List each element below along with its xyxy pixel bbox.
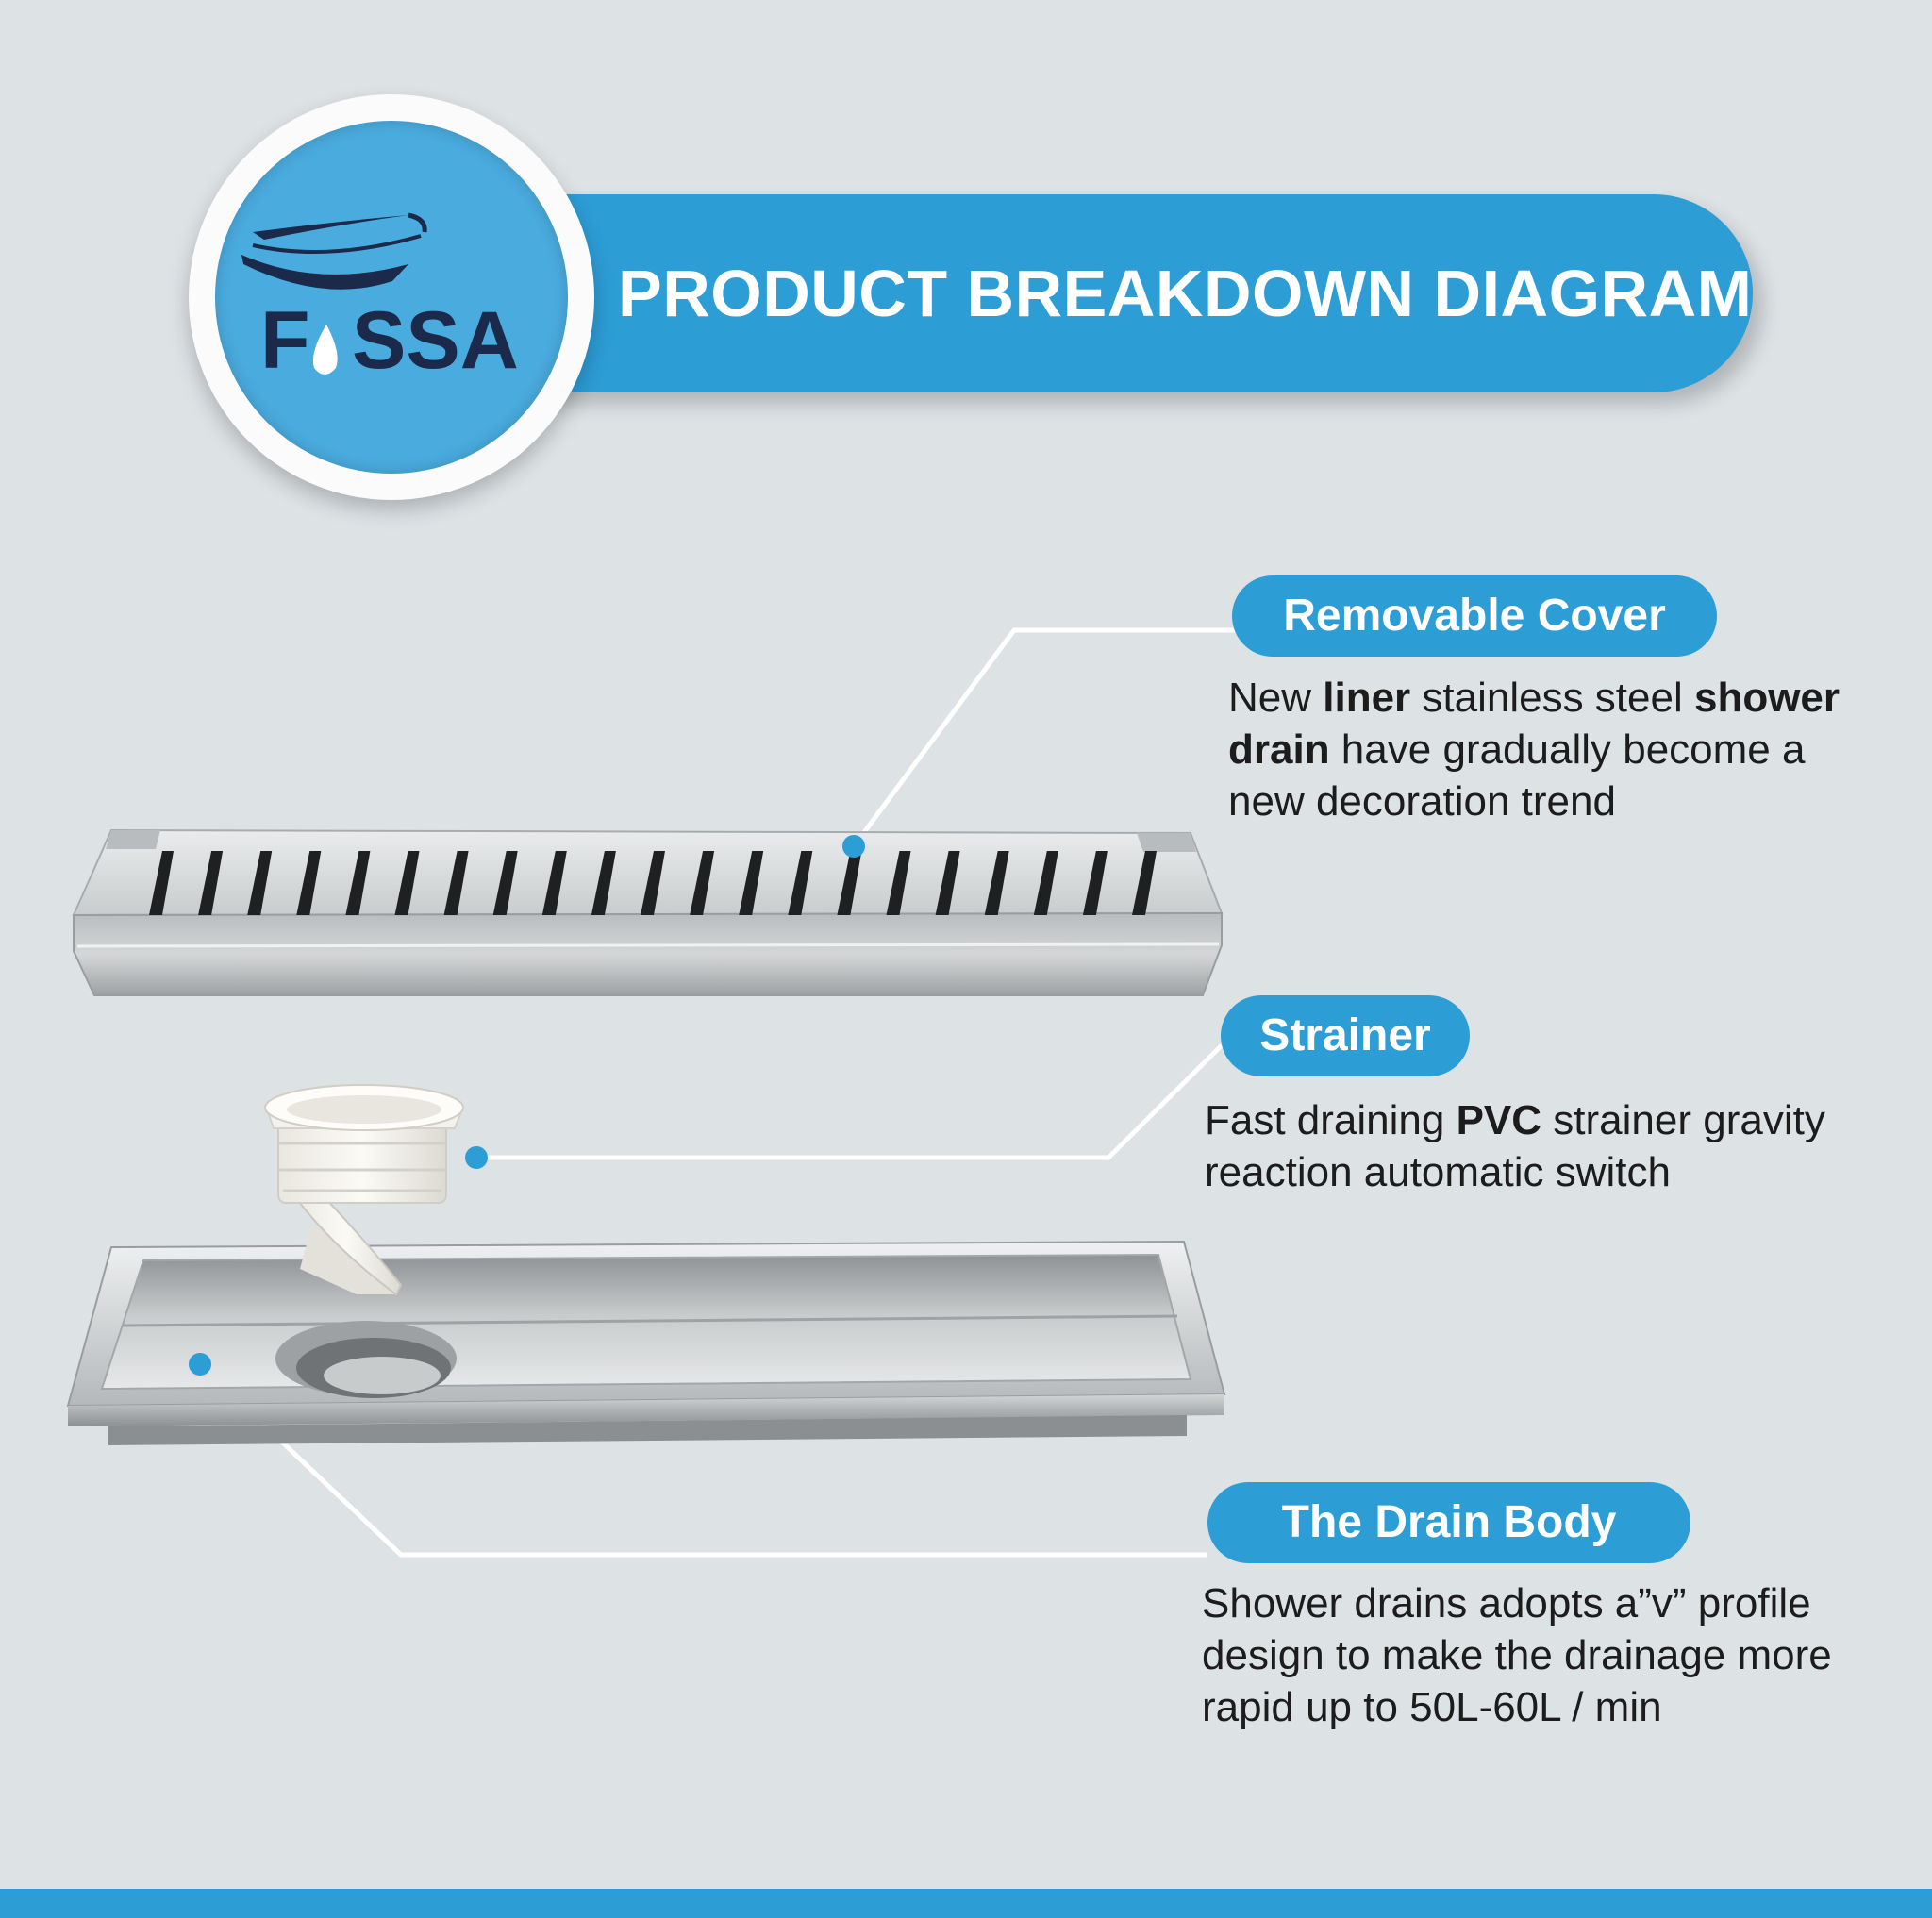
grate-slot: [984, 851, 1009, 915]
description-text: new decoration trend: [1228, 778, 1616, 825]
grate-slot: [591, 851, 616, 915]
logo-letter-f: F: [260, 295, 310, 386]
page-title: PRODUCT BREAKDOWN DIAGRAM: [618, 257, 1753, 330]
description-text: New: [1228, 675, 1324, 721]
emphasized-text: PVC: [1456, 1097, 1542, 1143]
grate-slot: [1082, 851, 1108, 915]
description-line: Shower drains adopts a”v” profile: [1202, 1577, 1832, 1629]
description-line: New liner stainless steel shower: [1228, 672, 1840, 724]
description-text: Shower drains adopts a”v” profile: [1202, 1580, 1811, 1626]
description-text: reaction automatic switch: [1205, 1149, 1671, 1195]
grate-slots: [149, 851, 1157, 915]
logo-letters-ssa: SSA: [352, 295, 519, 386]
bottom-accent-bar: [0, 1889, 1932, 1918]
grate-slot: [443, 851, 469, 915]
emphasized-text: liner: [1323, 675, 1411, 721]
strainer-image: [264, 1084, 464, 1296]
grate-slot: [198, 851, 224, 915]
description-text: Fast draining: [1205, 1097, 1457, 1143]
removable-cover-image: [72, 828, 1224, 996]
grate-slot: [1132, 851, 1157, 915]
body-callout-dot: [189, 1353, 211, 1376]
grate-slot: [149, 851, 174, 915]
strainer-callout-dot: [465, 1146, 488, 1169]
description-text: design to make the drainage more: [1202, 1632, 1832, 1678]
water-drop-icon: [312, 325, 338, 375]
brand-logo: F SSA: [189, 94, 594, 500]
title-banner: PRODUCT BREAKDOWN DIAGRAM: [528, 194, 1753, 392]
grate-slot: [541, 851, 567, 915]
grate-slot: [690, 851, 715, 915]
grate-slot: [886, 851, 911, 915]
grate-slot: [739, 851, 764, 915]
grate-slot: [296, 851, 322, 915]
description-line: drain have gradually become a: [1228, 724, 1840, 776]
description-text: stainless steel: [1410, 675, 1694, 721]
description-text: rapid up to 50L-60L / min: [1202, 1684, 1662, 1730]
grate-slot: [345, 851, 371, 915]
drain-body-image: [66, 1240, 1226, 1445]
bathtub-logo-icon: F SSA: [242, 212, 519, 386]
logo-disc: F SSA: [215, 121, 568, 474]
grate-slot: [935, 851, 960, 915]
description-line: reaction automatic switch: [1205, 1146, 1825, 1198]
strainer-leader-line: [476, 1043, 1224, 1160]
drain-body-label: The Drain Body: [1208, 1482, 1690, 1563]
description-line: Fast draining PVC strainer gravity: [1205, 1094, 1825, 1146]
removable-cover-label: Removable Cover: [1232, 575, 1717, 657]
description-line: new decoration trend: [1228, 776, 1840, 827]
description-text: have gradually become a: [1329, 726, 1806, 773]
emphasized-text: shower: [1693, 675, 1840, 721]
cover-callout-dot: [842, 835, 865, 858]
strainer-label: Strainer: [1221, 995, 1470, 1076]
description-line: rapid up to 50L-60L / min: [1202, 1681, 1832, 1733]
cover-leader-line: [851, 627, 1236, 848]
grate-slot: [1033, 851, 1058, 915]
grate-slot: [247, 851, 273, 915]
grate-slot: [492, 851, 518, 915]
description-line: design to make the drainage more: [1202, 1629, 1832, 1681]
grate-slot: [788, 851, 813, 915]
grate-slot: [394, 851, 420, 915]
emphasized-text: drain: [1228, 726, 1330, 773]
grate-slot: [641, 851, 665, 915]
description-text: strainer gravity: [1541, 1097, 1825, 1143]
grate-slot: [837, 851, 862, 915]
drain-body-description: Shower drains adopts a”v” profile design …: [1202, 1577, 1832, 1733]
